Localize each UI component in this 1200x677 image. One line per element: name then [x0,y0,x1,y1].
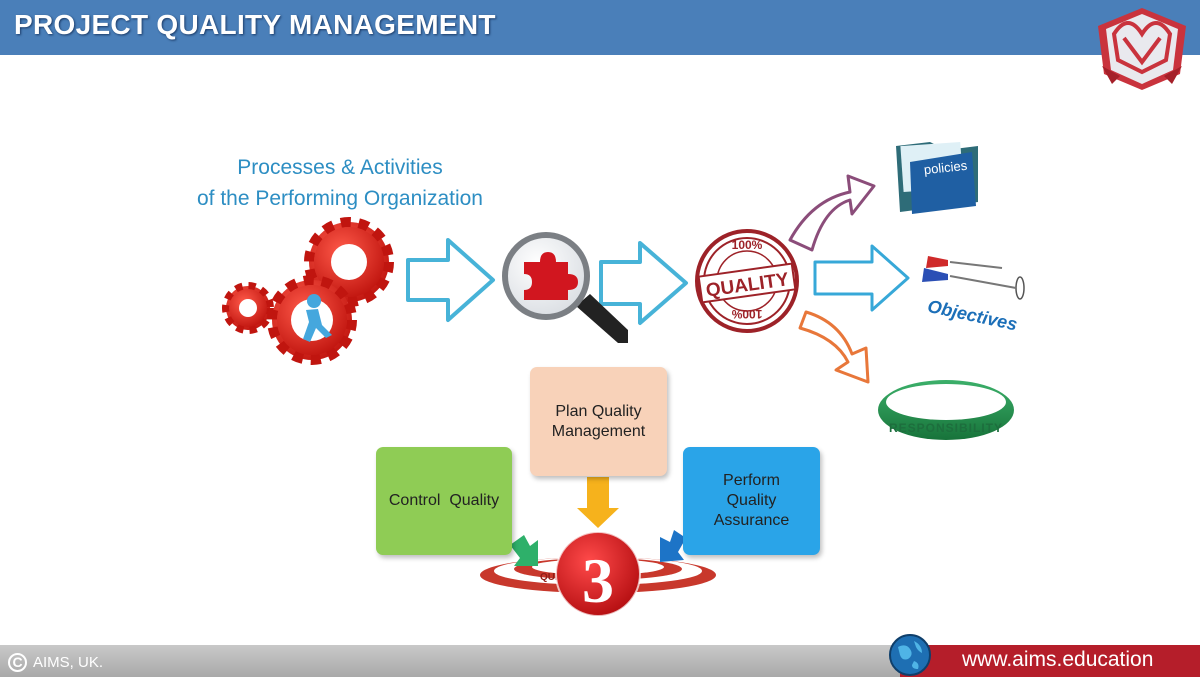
policies-folder-icon: policies [896,141,978,214]
aims-crest-logo [1098,8,1186,90]
perform-quality-assurance-box: Perform Quality Assurance [683,447,820,555]
footer-url-bar [900,645,1200,677]
arrow-right-icon-1 [406,238,495,322]
responsibility-wristband-icon: RESPONSIBILITY [878,380,1014,440]
arrow-right-blue-icon [813,244,910,312]
arrow-down-right-orange-icon [798,310,870,384]
folder-label: policies [923,158,968,178]
plan-quality-management-label: Plan Quality Management [551,402,646,440]
quality-stamp-icon: QUALITY 100% 100% [695,229,799,333]
header-bar: PROJECT QUALITY MANAGEMENT [0,0,1200,55]
number-three-badge: 3 [555,531,641,617]
globe-icon [889,634,931,676]
footer-website-link[interactable]: www.aims.education [962,648,1154,671]
footer-copyright: C AIMS, UK. [8,649,103,675]
control-quality-label: Control Quality [388,492,500,509]
arrow-up-right-purple-icon [788,174,876,252]
stamp-top-text: 100% [732,238,763,252]
processes-line-2: of the Performing Organization [197,187,483,210]
process-count: 3 [582,545,614,616]
arrow-down-yellow-icon [577,477,619,528]
page-title: PROJECT QUALITY MANAGEMENT [14,9,496,40]
arrow-green-icon [510,535,538,566]
arrow-blue-icon [660,530,686,562]
stamp-bottom-text: 100% [731,307,762,321]
runner-figure-icon [303,294,332,342]
copyright-text: AIMS, UK. [33,653,104,671]
copyright-icon: C [8,652,27,672]
magnifier-puzzle-icon [502,232,628,343]
arrow-right-icon-2 [599,241,688,325]
darts-target-icon [922,256,1025,300]
processes-line-1: Processes & Activities [237,156,443,179]
processes-heading: Processes & Activities of the Performing… [160,152,520,214]
gears-icon [222,217,394,365]
control-quality-box: Control Quality [376,447,512,555]
wristband-text: RESPONSIBILITY [889,421,1003,435]
plan-quality-management-box: Plan Quality Management [530,367,667,476]
perform-quality-assurance-label: Perform Quality Assurance [713,472,790,529]
